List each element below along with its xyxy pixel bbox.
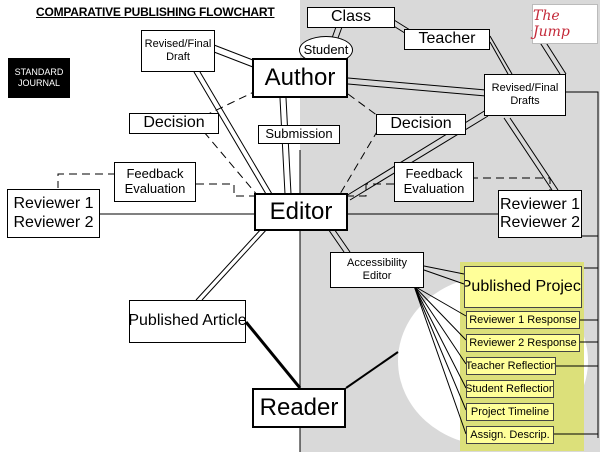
link-teacher-drafts [489, 35, 513, 75]
reviewer1-response-node: Reviewer 1 Response [466, 311, 580, 329]
feedback-left-line1: Feedback [126, 166, 184, 182]
link-feedback-left-editor [196, 183, 256, 197]
decision-left-node: Decision [129, 113, 219, 134]
link-decision-left-editor [203, 131, 259, 197]
published-project-node: Published Project [464, 266, 582, 308]
link-editor-published-article [195, 227, 269, 301]
revised-final-draft-left-line1: Revised/Final [144, 38, 212, 51]
author-node: Author [252, 58, 348, 98]
teacher-reflection-node: Teacher Reflection [466, 357, 556, 375]
feedback-left-line2: Evaluation [124, 181, 186, 196]
link-author-drafts-right [347, 77, 487, 97]
submission-node: Submission [258, 125, 340, 144]
link-drafts-right-edge [566, 91, 599, 246]
link-revised-draft-author [213, 44, 259, 70]
link-accessibility-stack [413, 285, 467, 435]
link-author-editor [279, 97, 292, 195]
published-article-node: Published Article [129, 300, 246, 343]
revised-final-drafts-right-line1: Revised/Final [491, 82, 559, 95]
feedback-evaluation-right-node: Feedback Evaluation [394, 162, 474, 202]
link-decision-right-editor [339, 129, 379, 195]
accessibility-editor-line1: Accessibility [347, 257, 407, 270]
revised-final-drafts-right-node: Revised/Final Drafts [484, 74, 566, 116]
class-node: Class [307, 7, 395, 28]
reviewers-left-line2: Reviewer 2 [13, 213, 94, 231]
feedback-right-line2: Evaluation [403, 181, 465, 196]
feedback-right-line1: Feedback [405, 166, 463, 182]
reviewers-left-node: Reviewer 1 Reviewer 2 [7, 189, 100, 238]
standard-journal-label: STANDARD JOURNAL [8, 58, 70, 98]
revised-final-draft-left-node: Revised/Final Draft [141, 30, 215, 72]
decision-right-node: Decision [376, 114, 466, 135]
project-timeline-node: Project Timeline [466, 403, 554, 421]
link-feedback-left-reviewers [57, 173, 116, 188]
link-revised-draft-editor [193, 71, 273, 195]
assign-descrip-node: Assign. Descrip. [466, 426, 554, 444]
reviewers-right-line2: Reviewer 2 [499, 214, 581, 231]
reviewers-right-line1: Reviewer 1 [499, 195, 581, 213]
accessibility-editor-node: Accessibility Editor [330, 252, 424, 288]
link-published-article-reader [244, 321, 302, 389]
feedback-evaluation-left-node: Feedback Evaluation [114, 162, 196, 202]
link-accessibility-project [423, 265, 465, 285]
revised-final-draft-left-line2: Draft [166, 51, 190, 63]
link-author-decision-left [203, 89, 259, 117]
link-feedback-right-editor [348, 183, 394, 197]
teacher-node: Teacher [404, 29, 490, 50]
editor-node: Editor [254, 193, 348, 231]
link-feedback-right-reviewers [470, 177, 551, 190]
link-reader-project [345, 351, 399, 389]
reviewers-left-line1: Reviewer 1 [13, 195, 94, 213]
accessibility-editor-line2: Editor [362, 270, 392, 282]
reviewers-right-node: Reviewer 1 Reviewer 2 [498, 190, 582, 238]
the-jump-logo: The Jump [532, 4, 598, 44]
reader-node: Reader [252, 388, 346, 428]
revised-final-drafts-right-line2: Drafts [510, 95, 540, 107]
standard-journal-line1: STANDARD [14, 66, 64, 77]
student-reflection-node: Student Reflection [466, 380, 554, 398]
link-stack-right-edge [554, 267, 598, 435]
reviewer2-response-node: Reviewer 2 Response [466, 334, 580, 352]
page-title: COMPARATIVE PUBLISHING FLOWCHART [36, 5, 275, 19]
standard-journal-line2: JOURNAL [17, 78, 60, 88]
link-author-decision-right [347, 93, 379, 117]
